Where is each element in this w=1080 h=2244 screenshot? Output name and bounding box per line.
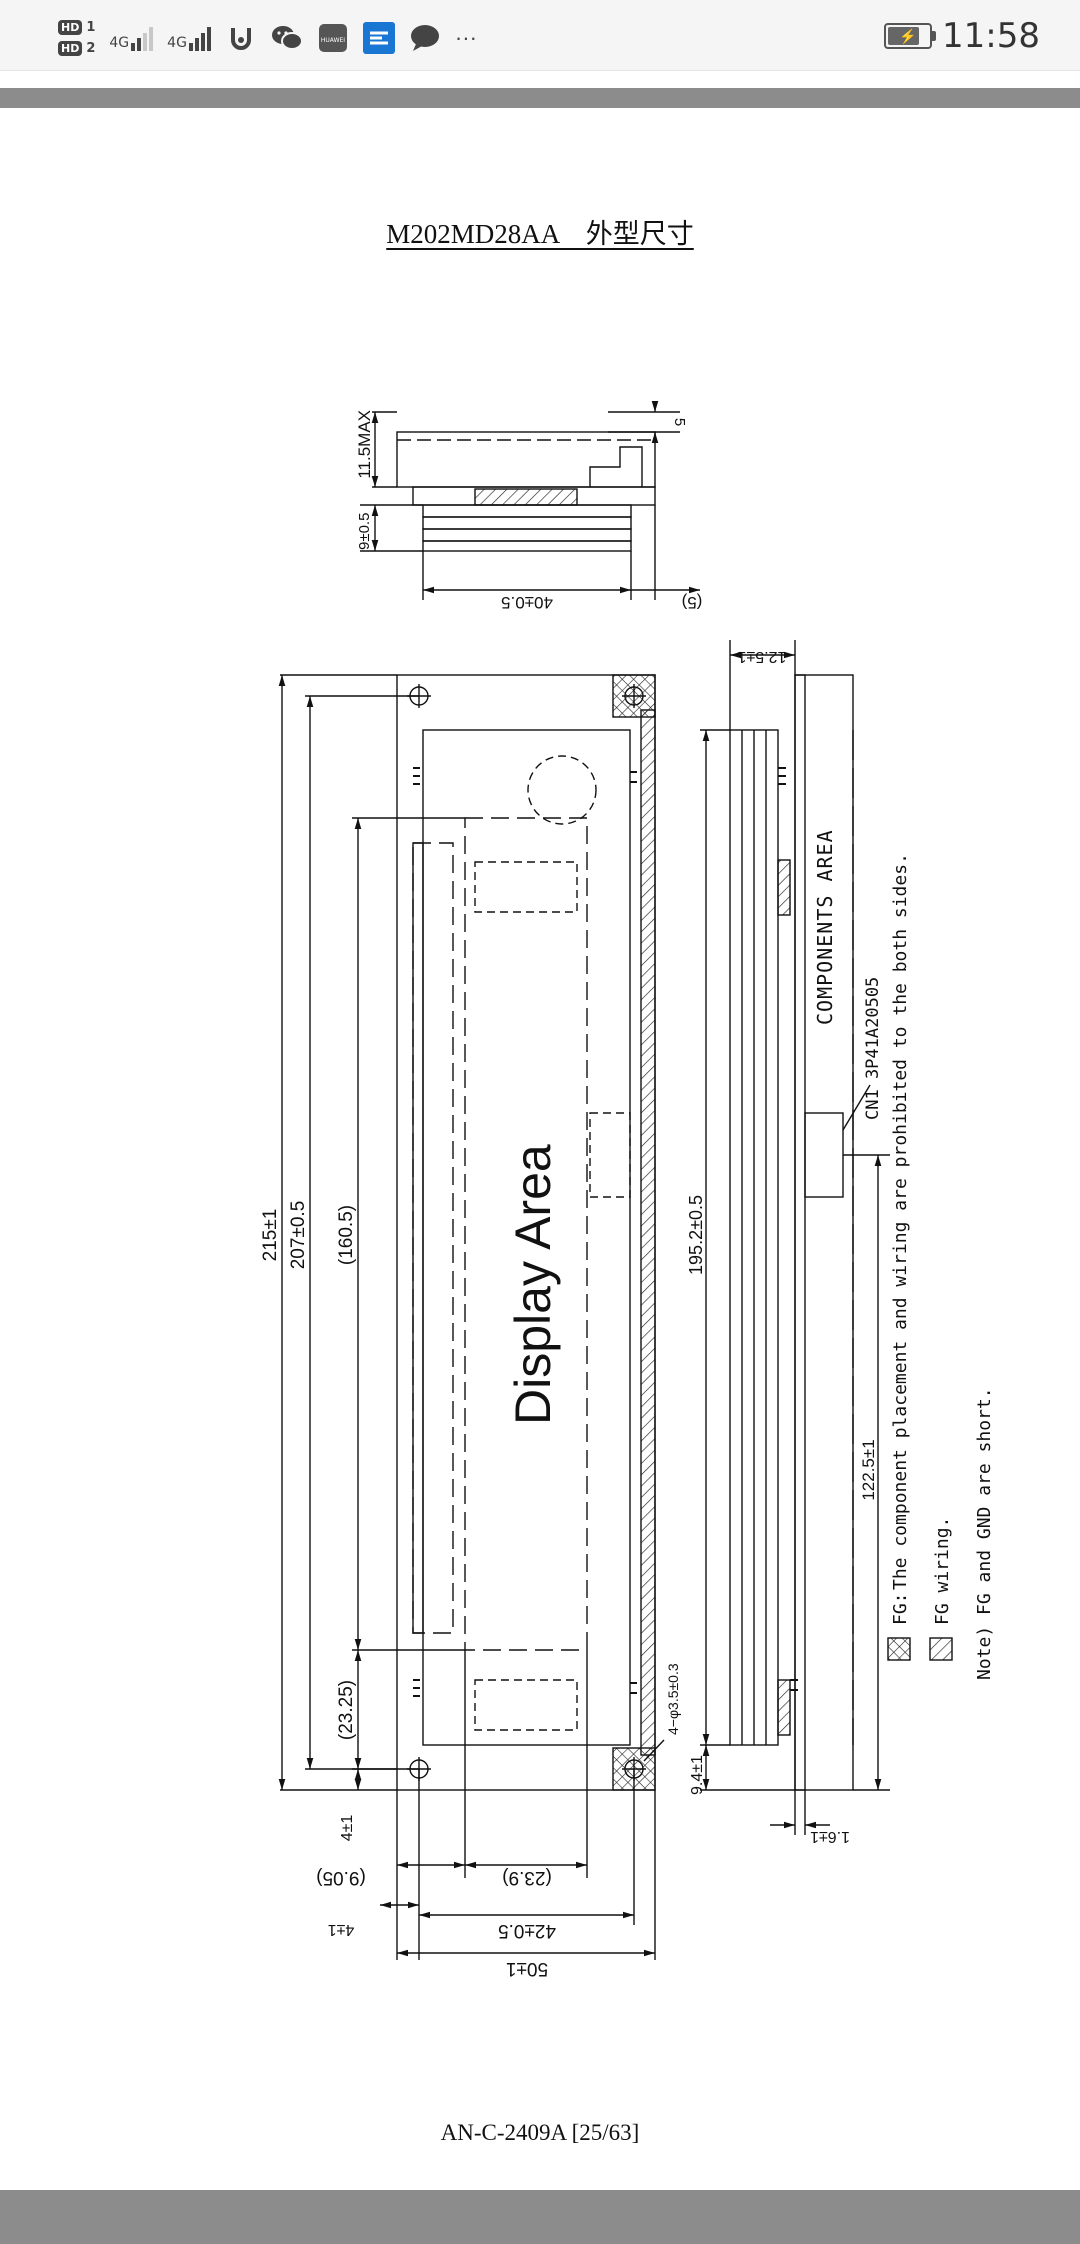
signal-2: 4G: [167, 25, 211, 51]
dim-front-160-5: (160.5): [336, 1205, 357, 1265]
connector-label: CN1 3P41A20505: [863, 977, 883, 1120]
signal-bars-2-icon: [188, 25, 211, 51]
note-prohibited: The component placement and wiring are p…: [890, 853, 911, 1590]
components-area-label: COMPONENTS AREA: [813, 829, 837, 1025]
sim-indicators: HD 1 HD 2: [58, 20, 95, 56]
dim-front-215: 215±1: [260, 1209, 281, 1262]
dim-front-23-9: (23.9): [502, 1867, 552, 1888]
dim-front-4-left: 4±1: [339, 1815, 356, 1842]
status-bar: HD 1 HD 2 4G 4G HUAWEI: [0, 0, 1080, 71]
more-notifications-icon: ···: [454, 25, 477, 50]
signal-bars-1-icon: [131, 25, 154, 51]
sim2-indicator: HD 2: [58, 41, 95, 56]
clock-time: 11:58: [942, 16, 1040, 56]
status-icons-right: ⚡ 11:58: [884, 14, 1040, 58]
message-bubble-icon: [409, 22, 441, 54]
svg-text:HUAWEI: HUAWEI: [321, 37, 345, 44]
huawei-icon: HUAWEI: [317, 22, 349, 54]
dim-side-max-height: 11.5MAX: [355, 410, 374, 479]
dim-front-4-bottom: 4±1: [328, 1921, 355, 1938]
dim-side-5: 5: [671, 418, 688, 426]
dim-side-9: 9±0.5: [356, 513, 373, 550]
dim-front-holes: 4−φ3.5±0.3: [665, 1663, 681, 1735]
blue-app-icon: [362, 22, 395, 54]
note-fg-gnd-short: Note) FG and GND are short.: [974, 1387, 995, 1680]
signal-1: 4G: [109, 25, 154, 51]
document-title: M202MD28AA 外型尺寸: [0, 212, 1080, 251]
dim-edge-9-4: 9.4±1: [689, 1755, 706, 1795]
dim-front-42: 42±0.5: [498, 1920, 556, 1941]
dim-edge-195-2: 195.2±0.5: [686, 1195, 706, 1275]
document-title-text: M202MD28AA 外型尺寸: [386, 219, 694, 249]
sim1-indicator: HD 1: [58, 20, 95, 35]
dim-side-5-paren: (5): [682, 593, 703, 612]
wechat-icon: [271, 22, 303, 54]
sim1-index: 1: [86, 20, 96, 35]
u-icon: [225, 22, 257, 54]
battery-fill: [888, 27, 920, 45]
status-icons-left: HD 1 HD 2 4G 4G HUAWEI: [58, 8, 477, 68]
sim2-hd-badge: HD: [58, 41, 83, 56]
dim-front-207: 207±0.5: [288, 1201, 309, 1270]
dim-edge-1-6: 1.6±1: [810, 1828, 850, 1845]
dim-edge-122-5: 122.5±1: [859, 1439, 878, 1500]
note-fg-prefix: FG:: [890, 1592, 911, 1625]
sim2-index: 2: [86, 41, 96, 56]
sim1-hd-badge: HD: [58, 20, 83, 35]
dim-edge-12-5: 12.5±1: [737, 648, 786, 665]
document-top-divider: [0, 88, 1080, 108]
dim-front-50: 50±1: [506, 1958, 548, 1979]
battery-icon: ⚡: [884, 23, 937, 49]
network-type-1: 4G: [109, 35, 130, 51]
display-area-label: Display Area: [505, 1144, 561, 1425]
front-view: [278, 674, 665, 1960]
side-view: [360, 400, 700, 600]
document-footer: AN-C-2409A [25/63]: [440, 2120, 640, 2145]
notes-block: [887, 1637, 953, 1661]
dim-front-9-05: (9.05): [316, 1867, 366, 1888]
network-type-2: 4G: [167, 35, 187, 51]
edge-view: [700, 640, 890, 1835]
note-fg-wiring: FG wiring.: [932, 1517, 953, 1625]
dim-front-23-25: (23.25): [336, 1680, 357, 1740]
document-bottom-divider: [0, 2190, 1080, 2244]
dim-side-40: 40±0.5: [501, 593, 553, 612]
